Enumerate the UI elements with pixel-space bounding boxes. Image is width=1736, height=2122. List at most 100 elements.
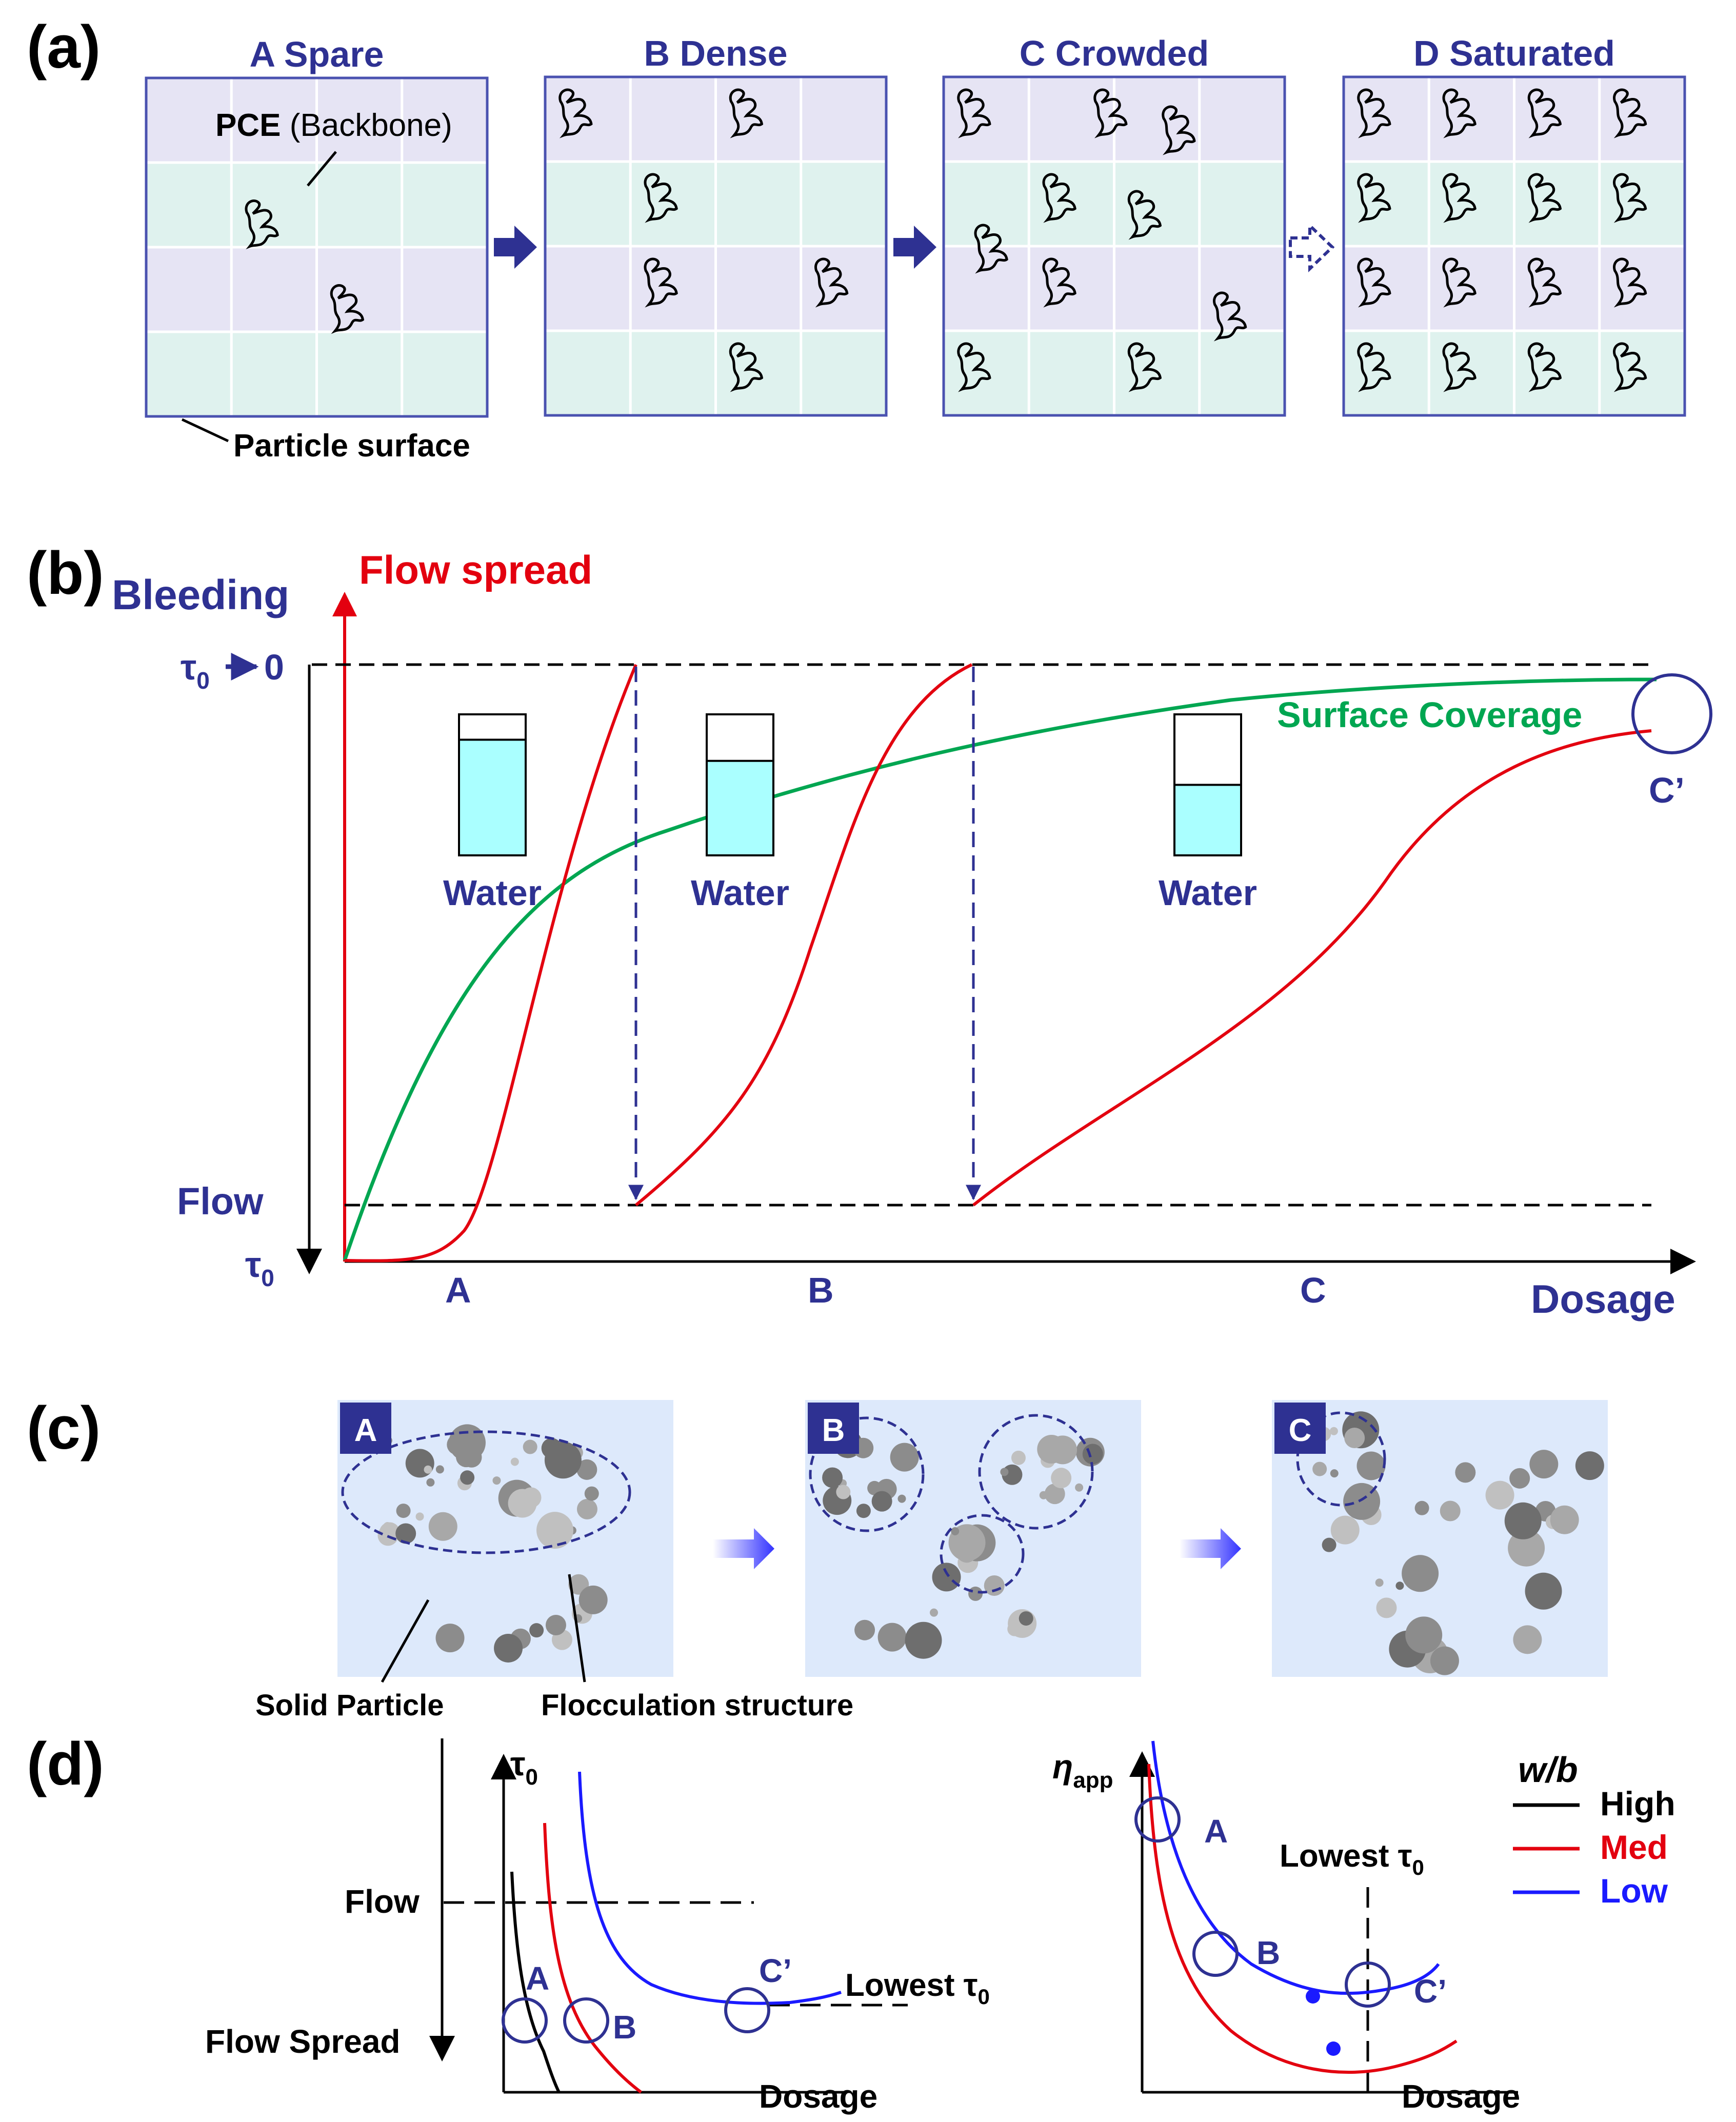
transition-arrow — [494, 226, 537, 269]
right-lowest-text: Lowest τ — [1280, 1838, 1412, 1874]
solid-particle — [584, 1486, 599, 1501]
solid-particle — [415, 1512, 424, 1521]
right-marker-a-circle — [1134, 1796, 1181, 1843]
solid-particle-leader — [381, 1599, 430, 1683]
tau-bottom-sub: 0 — [261, 1265, 274, 1291]
surface-state-d: D Saturated — [1342, 33, 1686, 417]
flocculation-outline — [940, 1514, 1025, 1594]
surface-state-title: A Spare — [250, 34, 384, 74]
right-lowest-label: Lowest τ0 — [1280, 1838, 1424, 1879]
solid-particle — [435, 1624, 465, 1653]
solid-particle — [1513, 1625, 1542, 1654]
dispersion-state-c: C — [1272, 1400, 1608, 1677]
panel-c-label: (c) — [27, 1394, 101, 1462]
water-label: Water — [691, 873, 789, 913]
left-tau-sub: 0 — [525, 1765, 537, 1790]
solid-particle — [1356, 1451, 1386, 1480]
right-marker-b-circle — [1192, 1931, 1239, 1977]
solid-particle — [1375, 1578, 1384, 1587]
solid-particle — [1330, 1515, 1360, 1545]
solid-particle — [1007, 1621, 1022, 1636]
solid-particle — [424, 1465, 432, 1474]
dispersion-tag-label: A — [354, 1413, 377, 1448]
solid-particle — [877, 1623, 907, 1652]
solid-particle — [578, 1585, 608, 1614]
dispersion-state-a: A — [337, 1400, 673, 1677]
left-marker-a-circle — [502, 1997, 548, 2044]
left-marker-c-circle — [724, 1987, 770, 2033]
right-marker-a: A — [1204, 1813, 1228, 1850]
solid-particle — [871, 1491, 892, 1512]
right-curve-low — [1151, 1740, 1440, 1995]
solid-particle — [541, 1438, 562, 1459]
surface-state-title: C Crowded — [1020, 33, 1209, 73]
right-marker-c: C’ — [1414, 1973, 1447, 2010]
solid-particle — [1011, 1450, 1026, 1465]
solid-particle — [932, 1563, 961, 1592]
solid-particle — [508, 1489, 537, 1518]
water-fill — [459, 739, 526, 855]
flocculation-outline — [978, 1414, 1094, 1530]
solid-particle — [1329, 1427, 1338, 1435]
solid-particle — [897, 1494, 906, 1503]
flocculation-leader — [568, 1574, 586, 1683]
solid-particle — [1048, 1435, 1077, 1465]
solid-particle — [435, 1465, 444, 1474]
saturation-arrow — [1289, 222, 1335, 273]
surface-border — [544, 75, 888, 417]
dispersion-tag-label: C — [1289, 1413, 1312, 1448]
solid-particle — [1504, 1502, 1542, 1539]
flocculation-label: Flocculation structure — [541, 1689, 853, 1722]
dispersion-arrow — [1180, 1528, 1241, 1569]
bleeding-axis-label: Bleeding — [112, 572, 289, 618]
solid-particle — [1440, 1500, 1461, 1522]
tau-zero-target: 0 — [264, 647, 284, 687]
solid-particle — [1044, 1484, 1065, 1505]
dosage-axis-label: Dosage — [1531, 1276, 1675, 1322]
dispersion-tag-label: B — [822, 1413, 845, 1448]
solid-particle — [1330, 1469, 1339, 1478]
transition-arrow — [893, 226, 936, 269]
surface-state-a: A Spare — [145, 34, 489, 418]
solid-particle — [1455, 1462, 1476, 1483]
solid-particle — [1529, 1450, 1559, 1479]
left-curve-low — [578, 1771, 842, 2005]
left-tau-sym: τ — [510, 1745, 525, 1783]
tau-top-sym: τ — [181, 647, 196, 687]
right-lowest-sub: 0 — [1412, 1855, 1424, 1879]
left-lowest-text: Lowest τ — [845, 1968, 977, 2003]
left-marker-b-circle — [563, 1997, 609, 2044]
solid-particle — [836, 1485, 851, 1499]
solid-particle — [395, 1523, 416, 1544]
water-container: Water — [691, 713, 789, 913]
solid-particle — [492, 1476, 501, 1485]
right-min-dot-med — [1326, 2041, 1341, 2056]
panel-c: A B C — [337, 1400, 1608, 1677]
panel-d-label: (d) — [27, 1730, 104, 1798]
left-flow-label: Flow — [345, 1883, 420, 1920]
flow-spread-curve-a — [344, 664, 637, 1263]
surface-border — [942, 75, 1286, 417]
surface-state-c: C Crowded — [942, 33, 1286, 417]
legend-label: Med — [1600, 1828, 1668, 1866]
panel-a: A Spare B Dense C Crowded D Saturated — [145, 33, 1686, 418]
dispersion-tag — [1274, 1403, 1326, 1454]
dispersion-state-b: B — [805, 1400, 1141, 1677]
solid-particle — [905, 1621, 942, 1659]
water-label: Water — [443, 873, 542, 913]
pce-label: PCE (Backbone) — [215, 108, 452, 143]
solid-particle — [1430, 1646, 1459, 1675]
c-prime-label: C’ — [1649, 770, 1685, 810]
dispersion-arrow — [713, 1528, 774, 1569]
surface-state-title: B Dense — [644, 33, 787, 73]
region-c-label: C — [1300, 1270, 1326, 1310]
solid-particle — [1508, 1529, 1545, 1567]
solid-particle — [523, 1439, 537, 1454]
water-beaker — [458, 713, 527, 856]
particle-surface-leader-line — [181, 418, 229, 443]
panel-a-label: (a) — [27, 13, 101, 81]
panel-b-label: (b) — [27, 539, 104, 607]
solid-particle — [951, 1527, 960, 1536]
flow-spread-axis-label: Flow spread — [359, 547, 592, 592]
